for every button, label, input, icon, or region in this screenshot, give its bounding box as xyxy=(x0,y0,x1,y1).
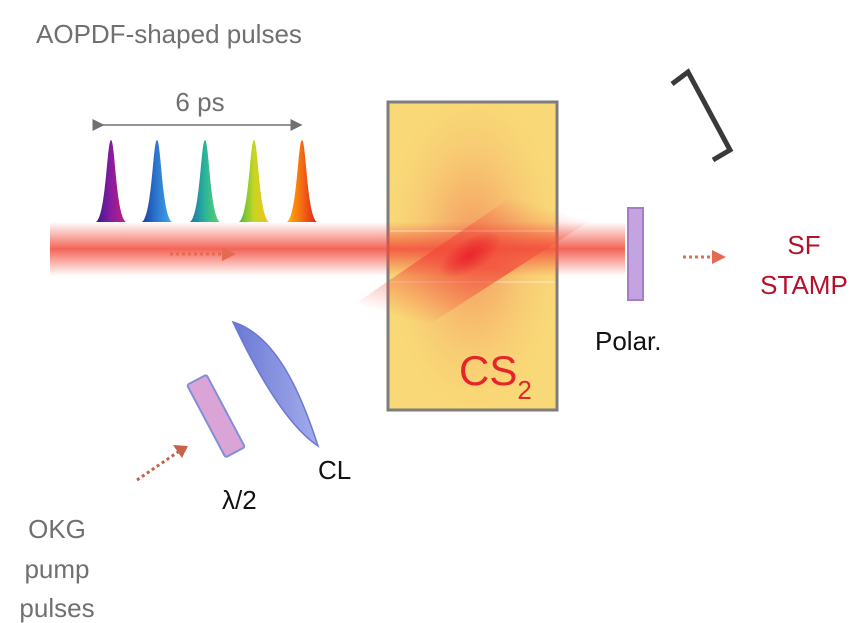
output-label-line2: STAMP xyxy=(760,270,848,300)
pump-label-line1: OKG xyxy=(28,514,86,544)
pulse-3 xyxy=(190,140,220,222)
pulse-4 xyxy=(239,140,269,222)
crystal-label: CS2 xyxy=(459,347,532,405)
probe-dotted-arrow-icon xyxy=(170,247,236,261)
pulse-train xyxy=(96,140,317,222)
pulse-1 xyxy=(96,140,126,222)
lens-label: CL xyxy=(318,455,351,485)
pump-beam xyxy=(90,85,700,530)
waveplate-label: λ/2 xyxy=(222,485,257,515)
focus-spot xyxy=(439,232,501,278)
beam-dump-icon xyxy=(670,68,734,163)
pump-label-line3: pulses xyxy=(19,593,94,623)
crystal-label-subscript: 2 xyxy=(517,375,531,405)
polarizer xyxy=(627,207,644,301)
title-label: AOPDF-shaped pulses xyxy=(36,19,302,49)
pump-label-line2: pump xyxy=(24,554,89,584)
crystal-label-main: CS xyxy=(459,347,517,394)
output-label-line1: SF xyxy=(787,230,820,260)
output-dotted-arrow-icon xyxy=(683,250,726,264)
pulse-2 xyxy=(142,140,172,222)
cylindrical-lens xyxy=(231,320,320,448)
half-wave-plate xyxy=(186,374,246,458)
pulse-5 xyxy=(287,140,317,222)
pump-dotted-arrow-icon xyxy=(136,445,188,482)
delay-label: 6 ps xyxy=(175,87,224,117)
polarizer-label: Polar. xyxy=(595,326,662,356)
